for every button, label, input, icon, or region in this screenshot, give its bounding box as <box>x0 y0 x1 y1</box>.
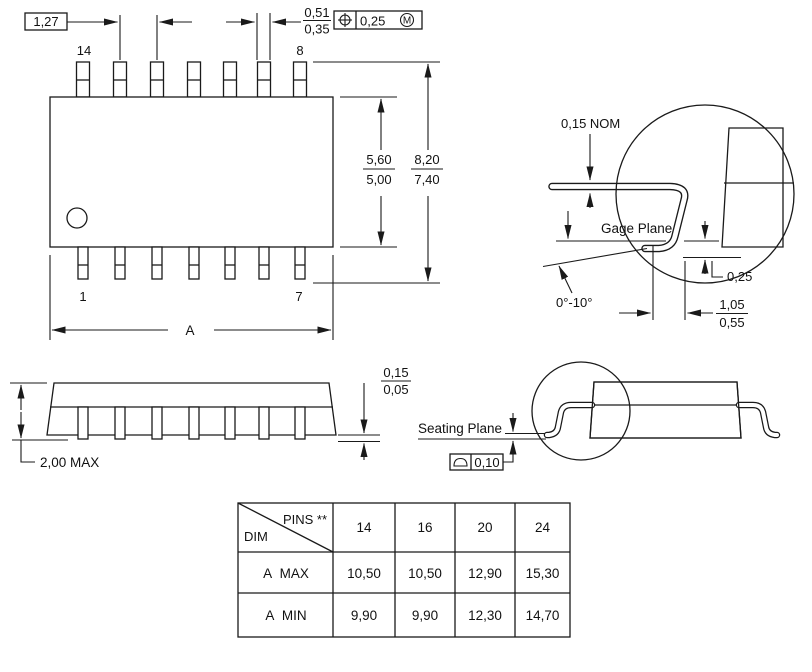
position-tolerance-value: 0,25 <box>360 14 385 29</box>
length-dimension: A <box>49 255 334 340</box>
bottom-pins <box>77 246 306 280</box>
height-value: 2,00 MAX <box>40 455 99 470</box>
pin-number-14: 14 <box>77 43 91 58</box>
table-col-14: 14 <box>356 520 372 535</box>
cell-value: 12,90 <box>468 566 502 581</box>
pin-number-1: 1 <box>79 289 86 304</box>
top-pins <box>75 61 308 98</box>
gage-plane-label: Gage Plane <box>601 221 672 236</box>
flatness-value: 0,10 <box>474 455 499 470</box>
end-view-right-lead <box>735 401 781 439</box>
flatness-tolerance-frame: 0,10 <box>449 453 504 471</box>
standoff-max: 0,15 <box>383 365 408 380</box>
cell-value: 9,90 <box>412 608 438 623</box>
row-label: A MAX <box>263 566 309 581</box>
dimension-table: PINS ** DIM 14 16 20 24 A MAX 10,50 10,5… <box>237 502 571 638</box>
table-row-a-min: A MIN 9,90 9,90 12,30 14,70 <box>265 608 559 623</box>
seating-plane-label: Seating Plane <box>418 421 502 436</box>
lead-width-dimension: 0,51 0,35 <box>226 5 331 60</box>
body-width-max: 5,60 <box>366 152 391 167</box>
table-corner-dim: DIM <box>244 529 268 544</box>
table-corner-diagonal <box>237 502 334 553</box>
package-body <box>49 96 334 248</box>
body-width-dimension: 5,60 5,00 <box>340 96 397 248</box>
gage-plane-callout: Gage Plane <box>556 211 672 242</box>
lead-angle-dimension: 0°-10° <box>542 247 648 310</box>
pin1-indicator <box>66 207 88 229</box>
standoff-min: 0,05 <box>383 382 408 397</box>
lead-angle-value: 0°-10° <box>556 295 592 310</box>
body-width-min: 5,00 <box>366 172 391 187</box>
mmc-letter: M <box>403 16 411 27</box>
detail-body <box>721 127 784 248</box>
table-col-20: 20 <box>477 520 492 535</box>
detail-callout-circle <box>531 361 631 461</box>
height-dimension: 2,00 MAX <box>10 382 99 470</box>
cell-value: 10,50 <box>347 566 381 581</box>
seating-plane-callout: Seating Plane 0,10 <box>418 413 546 471</box>
side-view: 2,00 MAX 0,15 0,05 <box>10 365 411 470</box>
pin-number-7: 7 <box>295 289 302 304</box>
end-body <box>589 381 742 439</box>
cell-value: 9,90 <box>351 608 377 623</box>
mmc-modifier-icon: M <box>399 12 415 28</box>
span-dimension: 8,20 7,40 <box>313 61 443 284</box>
table-col-24: 24 <box>535 520 551 535</box>
standoff-dimension: 0,15 0,05 <box>338 365 411 460</box>
position-tolerance-frame: 0,25 M <box>333 10 423 30</box>
lead-detail-view: 0,15 NOM Gage Plane 0°-10° 0,25 <box>542 104 795 330</box>
span-max: 8,20 <box>414 152 439 167</box>
cell-value: 10,50 <box>408 566 442 581</box>
length-label: A <box>185 323 194 338</box>
pitch-dimension: 1,27 <box>24 12 192 60</box>
lead-width-max: 0,51 <box>304 5 329 20</box>
detail-lead <box>548 182 689 253</box>
table-corner-pins: PINS ** <box>283 512 327 527</box>
position-symbol-icon <box>338 13 352 27</box>
lead-width-min: 0,35 <box>304 22 329 37</box>
detail-view-circle <box>615 104 795 284</box>
foot-length-min: 0,55 <box>719 315 744 330</box>
row-label: A MIN <box>265 608 306 623</box>
lead-thickness-value: 0,15 NOM <box>561 116 620 131</box>
span-min: 7,40 <box>414 172 439 187</box>
cell-value: 12,30 <box>468 608 502 623</box>
pitch-value: 1,27 <box>33 14 58 29</box>
end-view <box>531 361 781 461</box>
cell-value: 14,70 <box>526 608 560 623</box>
table-row-a-max: A MAX 10,50 10,50 12,90 15,30 <box>263 566 559 581</box>
lead-thickness-dimension: 0,15 NOM <box>561 116 620 208</box>
table-col-16: 16 <box>417 520 432 535</box>
seating-plane-symbol-icon <box>453 457 468 467</box>
cell-value: 15,30 <box>526 566 560 581</box>
pin-number-8: 8 <box>296 43 303 58</box>
top-view: 14 8 1 7 1,27 0,51 0,35 <box>24 5 443 340</box>
end-view-left-lead <box>543 401 596 439</box>
foot-length-dimension: 1,05 0,55 <box>619 246 748 330</box>
foot-length-max: 1,05 <box>719 297 744 312</box>
